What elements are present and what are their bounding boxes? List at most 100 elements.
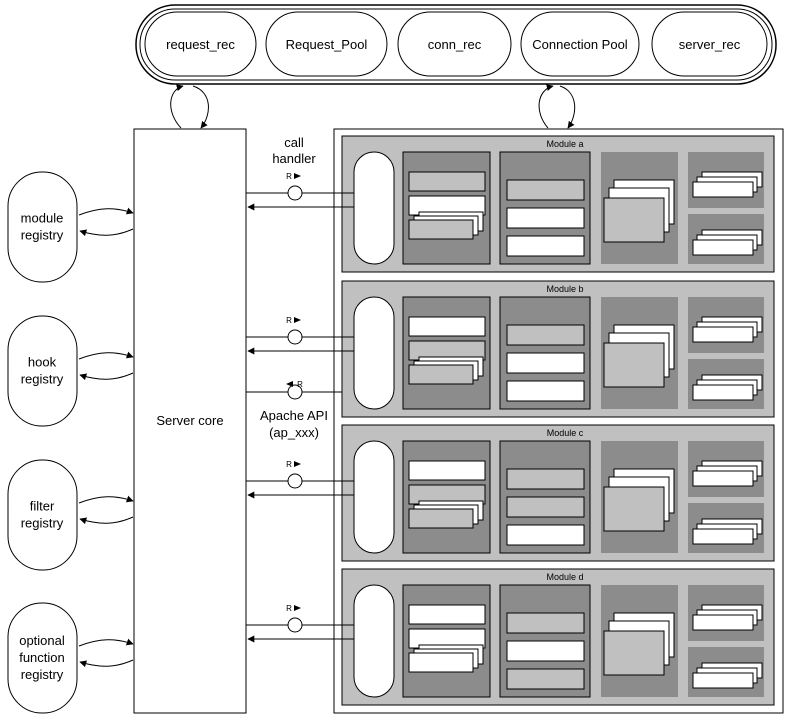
api-r-label: R: [297, 380, 303, 389]
module-3-col2-cell-0: [506, 612, 585, 634]
module-1-col1-cell-2: [408, 364, 474, 385]
module-1-doc-front: [603, 342, 665, 388]
api-r-arrow: [286, 381, 293, 387]
link-r-arrow-0: [294, 173, 301, 179]
pool-connector-left-return: [192, 85, 209, 129]
module-handler-2: [353, 440, 395, 554]
module-0-col1-cell-0: [408, 171, 486, 192]
server-core-box: [133, 128, 247, 714]
module-1-col2-cell-1: [506, 352, 585, 374]
module-handler-0: [353, 151, 395, 265]
registry-label-3-2: registry: [21, 667, 64, 682]
module-0: Module a: [341, 135, 775, 273]
module-2-stack-0: [692, 470, 754, 487]
registry-arrow-out-0: [78, 207, 134, 216]
module-1-stack-1: [692, 384, 754, 401]
pool-4: [651, 11, 768, 77]
registry-0: [7, 171, 78, 283]
pool-label-0: request_rec: [166, 37, 235, 52]
module-2-doc-front: [603, 486, 665, 532]
module-3: Module d: [341, 568, 775, 706]
pools-container-inner: [139, 8, 773, 81]
registry-arrow-in-2: [79, 516, 134, 525]
server-core-label: Server core: [156, 413, 223, 428]
module-1-col2-cell-2: [506, 380, 585, 402]
module-1: Module b: [341, 280, 775, 418]
registry-arrow-in-1: [79, 372, 134, 381]
link-r-arrow-2: [294, 461, 301, 467]
module-2-col2-cell-1: [506, 496, 585, 518]
registry-label-1-0: hook: [28, 355, 57, 370]
registry-3: [7, 602, 78, 714]
registry-label-2-1: registry: [21, 516, 64, 531]
module-label-0: Module a: [546, 139, 583, 149]
module-3-stack-0: [692, 614, 754, 631]
pool-connector-right: [538, 84, 554, 129]
registry-arrow-in-0: [79, 228, 134, 237]
module-1-col2-cell-0: [506, 324, 585, 346]
module-2: Module c: [341, 424, 775, 562]
link-r-arrow-1: [294, 317, 301, 323]
module-0-stack-1: [692, 239, 754, 256]
module-handler-1: [353, 296, 395, 410]
module-3-col1-cell-2: [408, 652, 474, 673]
pool-1: [265, 11, 388, 77]
module-label-1: Module b: [546, 284, 583, 294]
pool-label-2: conn_rec: [428, 37, 482, 52]
registry-1: [7, 315, 78, 427]
module-2-stack-1: [692, 528, 754, 545]
link-r-node-3: [287, 617, 303, 633]
registry-label-1-1: registry: [21, 372, 64, 387]
registry-2: [7, 459, 78, 571]
link-r-arrow-3: [294, 605, 301, 611]
call-handler-label-line1: call: [284, 135, 304, 150]
pool-label-4: server_rec: [679, 37, 741, 52]
registries-group: moduleregistryhookregistryfilterregistry…: [7, 171, 134, 714]
registry-arrow-out-1: [78, 351, 134, 360]
link-r-label-3: R: [286, 604, 292, 613]
module-0-col1-cell-2: [408, 219, 474, 240]
module-0-col2-cell-0: [506, 179, 585, 201]
registry-label-0-1: registry: [21, 228, 64, 243]
module-0-stack-0: [692, 181, 754, 198]
registry-arrow-out-3: [78, 638, 134, 647]
module-2-col2-cell-0: [506, 468, 585, 490]
pool-2: [397, 11, 512, 77]
registry-arrow-out-2: [78, 495, 134, 504]
module-links-group: R R R R R: [246, 172, 354, 643]
call-handler-label-line2: handler: [272, 151, 316, 166]
module-label-3: Module d: [546, 572, 583, 582]
link-r-label-2: R: [286, 460, 292, 469]
module-1-col1-cell-0: [408, 316, 486, 337]
module-2-col2-cell-2: [506, 524, 585, 546]
link-r-node-0: [287, 185, 303, 201]
pool-0: [144, 11, 257, 77]
module-2-col1-cell-2: [408, 508, 474, 529]
module-1-stack-0: [692, 326, 754, 343]
module-3-col2-cell-1: [506, 640, 585, 662]
module-0-col2-cell-1: [506, 207, 585, 229]
link-r-node-2: [287, 473, 303, 489]
module-3-stack-1: [692, 672, 754, 689]
pools-group: request_rec Request_Pool conn_rec Connectio…: [144, 11, 768, 77]
registry-label-3-0: optional: [19, 633, 65, 648]
module-handler-3: [353, 584, 395, 698]
module-0-col2-cell-2: [506, 235, 585, 257]
module-3-col1-cell-0: [408, 604, 486, 625]
link-r-label-1: R: [286, 316, 292, 325]
module-0-doc-front: [603, 197, 665, 243]
pool-3: [520, 11, 640, 77]
registry-label-3-1: function: [19, 650, 65, 665]
module-2-col1-cell-0: [408, 460, 486, 481]
apache-api-label-line1: Apache API: [260, 408, 328, 423]
link-r-node-1: [287, 329, 303, 345]
registry-arrow-in-3: [79, 659, 134, 668]
pool-connector-left: [170, 84, 184, 129]
pool-label-1: Request_Pool: [286, 37, 368, 52]
apache-api-label-line2: (ap_xxx): [269, 425, 319, 440]
module-3-doc-front: [603, 630, 665, 676]
modules-group: Module a Module b Module c Module d: [341, 135, 775, 706]
pool-label-3: Connection Pool: [532, 37, 628, 52]
link-r-label-0: R: [286, 172, 292, 181]
